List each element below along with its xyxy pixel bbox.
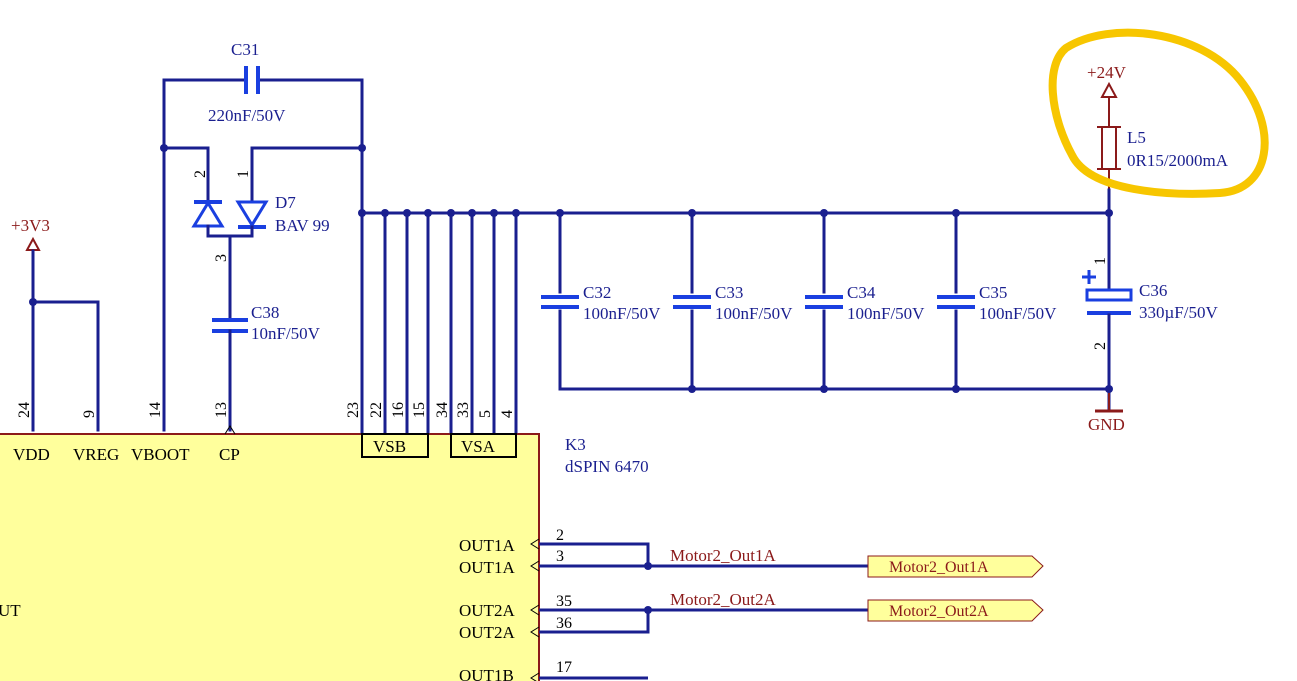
power-24v-label: +24V <box>1087 63 1127 82</box>
pin-33: 33 <box>455 402 472 418</box>
pin-name-out2a-2: OUT2A <box>459 623 515 642</box>
pin-4: 4 <box>499 410 516 418</box>
c35-value: 100nF/50V <box>979 304 1057 323</box>
pin-16: 16 <box>390 402 407 418</box>
c31-capacitor[interactable] <box>162 66 364 432</box>
c34-value: 100nF/50V <box>847 304 925 323</box>
pin-name-out1a-1: OUT1A <box>459 536 515 555</box>
c32-value: 100nF/50V <box>583 304 661 323</box>
cp-pin-marker <box>224 425 236 435</box>
d7-pin3: 3 <box>213 254 230 262</box>
v3v3-net[interactable] <box>25 236 100 432</box>
pin-2: 2 <box>556 527 564 544</box>
c33-ref: C33 <box>715 283 743 302</box>
c36-pin1: 1 <box>1092 257 1109 265</box>
vs-supply-bus[interactable] <box>360 211 1111 434</box>
net-label-out1a: Motor2_Out1A <box>670 546 777 565</box>
vsa-pin-group[interactable] <box>450 433 517 458</box>
pin-name-vboot: VBOOT <box>131 445 190 464</box>
c38-ref: C38 <box>251 303 279 322</box>
l5-ref: L5 <box>1127 128 1146 147</box>
c35-ref: C35 <box>979 283 1007 302</box>
pin-name-vreg: VREG <box>73 445 119 464</box>
junction-dots <box>29 144 1113 614</box>
c38-capacitor[interactable] <box>212 318 248 432</box>
decoupling-caps[interactable] <box>541 211 1111 391</box>
c33-value: 100nF/50V <box>715 304 793 323</box>
k3-value: dSPIN 6470 <box>565 457 649 476</box>
c32-ref: C32 <box>583 283 611 302</box>
c36-pin2: 2 <box>1092 342 1109 350</box>
pin-34: 34 <box>434 402 451 418</box>
pin-15: 15 <box>411 402 428 418</box>
vsa-label: VSA <box>461 437 496 456</box>
ic-k3-body[interactable] <box>0 433 540 681</box>
pin-name-out2a-1: OUT2A <box>459 601 515 620</box>
pin-3: 3 <box>556 548 564 565</box>
pin-name-out1b: OUT1B <box>459 666 514 681</box>
c36-capacitor[interactable] <box>1082 211 1133 411</box>
pin-35: 35 <box>556 593 572 610</box>
c36-ref: C36 <box>1139 281 1167 300</box>
pin-name-cp: CP <box>219 445 240 464</box>
pin-13: 13 <box>213 402 230 418</box>
c31-value: 220nF/50V <box>208 106 286 125</box>
d7-diode[interactable] <box>162 146 364 320</box>
net-label-out2a: Motor2_Out2A <box>670 590 777 609</box>
output-pins[interactable] <box>530 538 868 681</box>
d7-pin1: 1 <box>235 170 252 178</box>
l5-value: 0R15/2000mA <box>1127 151 1229 170</box>
d7-value: BAV 99 <box>275 216 330 235</box>
c31-ref: C31 <box>231 40 259 59</box>
vsb-label: VSB <box>373 437 406 456</box>
pin-22: 22 <box>368 402 385 418</box>
vsb-pin-group[interactable] <box>361 433 429 458</box>
pin-17: 17 <box>556 659 572 676</box>
pin-36: 36 <box>556 615 572 632</box>
d7-pin2: 2 <box>192 170 209 178</box>
c38-value: 10nF/50V <box>251 324 321 343</box>
l5-inductor[interactable] <box>1097 81 1121 215</box>
pin-14: 14 <box>147 402 164 418</box>
highlight-circle <box>1048 28 1269 198</box>
port-out2a-label: Motor2_Out2A <box>889 603 989 620</box>
port-out1a-label: Motor2_Out1A <box>889 559 989 576</box>
pin-23: 23 <box>345 402 362 418</box>
c34-ref: C34 <box>847 283 876 302</box>
d7-ref: D7 <box>275 193 296 212</box>
pin-name-vdd: VDD <box>13 445 50 464</box>
power-gnd-label: GND <box>1088 415 1125 434</box>
pin-24: 24 <box>16 402 33 418</box>
port-out2a[interactable]: Motor2_Out2A <box>867 599 1044 622</box>
pin-9: 9 <box>81 410 98 418</box>
k3-ref: K3 <box>565 435 586 454</box>
power-3v3-label: +3V3 <box>11 216 50 235</box>
port-out1a[interactable]: Motor2_Out1A <box>867 555 1044 578</box>
c36-value: 330µF/50V <box>1139 303 1218 322</box>
pin-name-out1a-2: OUT1A <box>459 558 515 577</box>
pin-5: 5 <box>477 410 494 418</box>
pin-name-left-partial: UT <box>0 601 21 620</box>
